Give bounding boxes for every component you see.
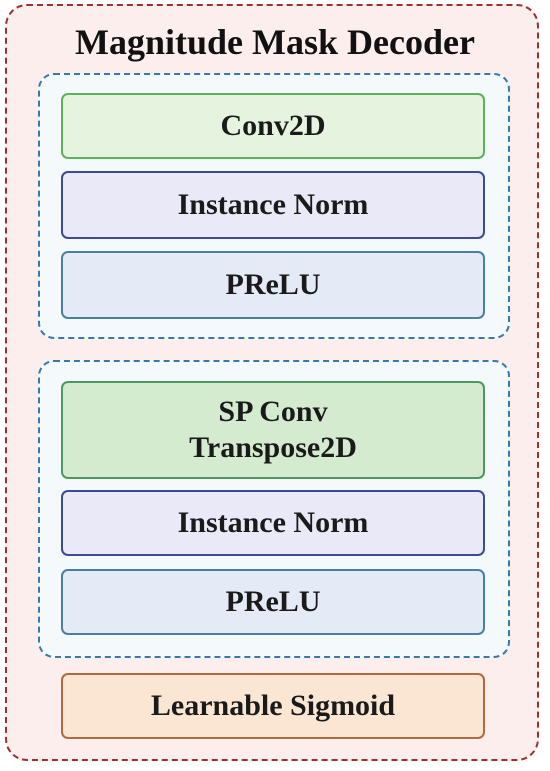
conv2d-block: Conv2D: [61, 93, 485, 159]
conv2d-label: Conv2D: [220, 109, 326, 142]
sp-conv-label-line-2: Transpose2D: [189, 431, 357, 464]
diagram-title: Magnitude Mask Decoder: [75, 22, 475, 62]
learnable-sigmoid-block: Learnable Sigmoid: [61, 673, 485, 739]
learnable-sigmoid-label: Learnable Sigmoid: [150, 689, 396, 722]
instance-norm-block-1: Instance Norm: [61, 171, 485, 239]
instance-norm-label-1: Instance Norm: [177, 188, 369, 221]
prelu-label-2: PReLU: [225, 585, 321, 618]
instance-norm-block-2: Instance Norm: [61, 490, 485, 556]
prelu-block-2: PReLU: [61, 569, 485, 635]
sp-conv-transpose-block: SP Conv Transpose2D: [61, 381, 485, 479]
prelu-label-1: PReLU: [225, 268, 321, 301]
instance-norm-label-2: Instance Norm: [177, 506, 369, 539]
sp-conv-label-line-1: SP Conv: [218, 395, 328, 428]
prelu-block-1: PReLU: [61, 251, 485, 319]
